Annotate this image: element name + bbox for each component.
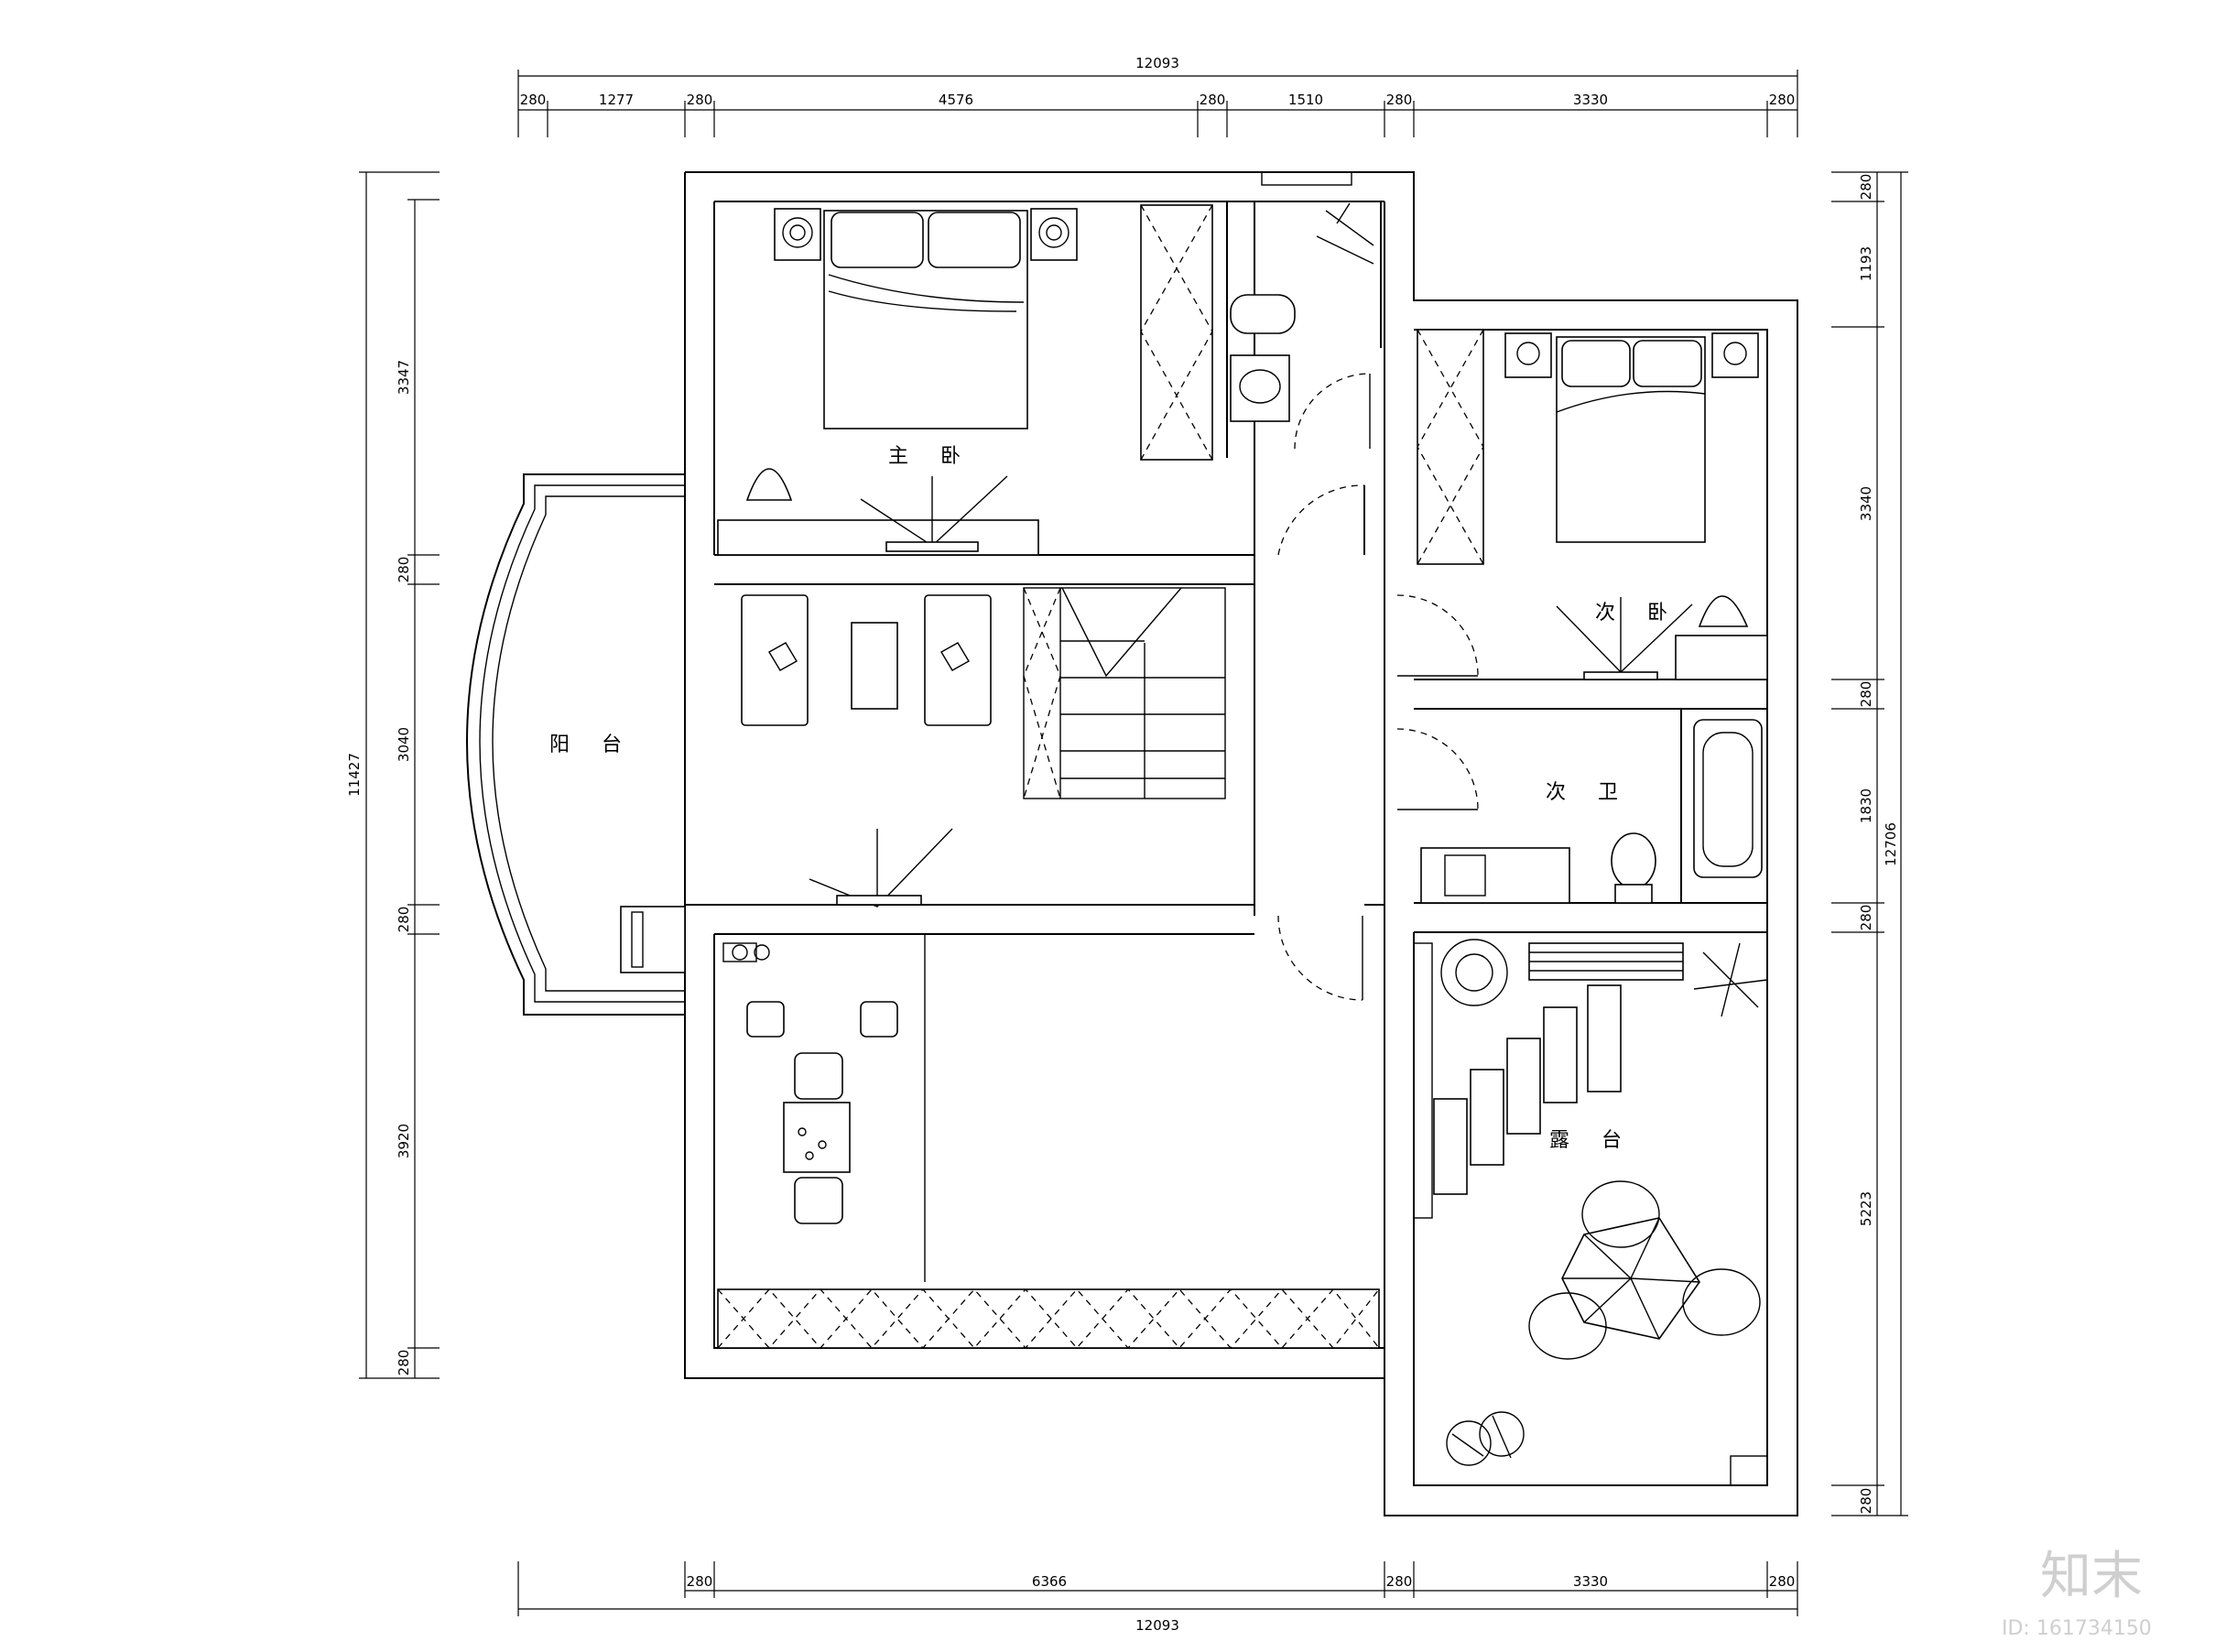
second-bath: 次 卫 bbox=[1420, 719, 1763, 904]
bottom-dim-2: 6366 bbox=[1032, 1573, 1067, 1590]
master-wardrobe bbox=[1140, 204, 1213, 461]
top-dim-9: 280 bbox=[1769, 92, 1796, 108]
bathtub bbox=[1693, 719, 1763, 878]
master-bedroom-label: 主 卧 bbox=[888, 445, 973, 468]
left-dim-5: 3920 bbox=[396, 1124, 412, 1158]
right-dimensions: 280 1193 3340 280 1830 280 5223 280 1270… bbox=[1831, 171, 1908, 1516]
left-dim-3: 3040 bbox=[396, 727, 412, 762]
top-dim-6: 1510 bbox=[1288, 92, 1323, 108]
right-dim-8: 280 bbox=[1858, 1488, 1874, 1515]
right-total-dim: 12706 bbox=[1883, 822, 1899, 866]
second-wardrobe bbox=[1417, 329, 1484, 565]
left-dimensions: 11427 3347 280 3040 280 3920 280 bbox=[346, 171, 440, 1379]
top-dimensions: 12093 280 1277 280 4576 280 1510 280 333… bbox=[517, 55, 1798, 137]
master-bedroom: 主 卧 bbox=[717, 204, 1213, 556]
right-dim-7: 5223 bbox=[1858, 1191, 1874, 1226]
right-dim-6: 280 bbox=[1858, 905, 1874, 931]
right-dim-1: 280 bbox=[1858, 174, 1874, 201]
second-bedroom: 次 卧 bbox=[1417, 329, 1768, 680]
family-room bbox=[741, 594, 992, 908]
top-dim-7: 280 bbox=[1386, 92, 1413, 108]
tea-room bbox=[717, 942, 1380, 1350]
balcony-label: 阳 台 bbox=[549, 734, 635, 756]
right-dim-5: 1830 bbox=[1858, 788, 1874, 823]
bottom-dim-3: 280 bbox=[1386, 1573, 1413, 1590]
bottom-dim-4: 3330 bbox=[1573, 1573, 1608, 1590]
top-dim-1: 280 bbox=[520, 92, 547, 108]
watermark-logo: 知末 bbox=[2040, 1547, 2143, 1606]
watermark-id: ID: 161734150 bbox=[2002, 1617, 2152, 1640]
right-dim-2: 1193 bbox=[1858, 246, 1874, 281]
top-dim-3: 280 bbox=[687, 92, 713, 108]
top-dim-2: 1277 bbox=[599, 92, 634, 108]
terrace: 露 台 bbox=[1413, 939, 1768, 1486]
balcony bbox=[465, 473, 686, 1016]
top-total-dim: 12093 bbox=[1135, 55, 1179, 71]
left-total-dim: 11427 bbox=[346, 753, 363, 797]
top-dim-4: 4576 bbox=[939, 92, 973, 108]
bottom-dim-5: 280 bbox=[1769, 1573, 1796, 1590]
doors bbox=[1277, 373, 1479, 1001]
left-dim-6: 280 bbox=[396, 1350, 412, 1376]
left-dim-4: 280 bbox=[396, 907, 412, 933]
master-bath bbox=[1230, 202, 1374, 422]
bottom-dimensions: 280 6366 280 3330 280 12093 bbox=[517, 1561, 1798, 1634]
balcony-ac-unit bbox=[620, 906, 686, 973]
watermark: 知末 ID: 161734150 bbox=[2002, 1547, 2152, 1640]
right-dim-4: 280 bbox=[1858, 681, 1874, 708]
top-dim-8: 3330 bbox=[1573, 92, 1608, 108]
top-dim-5: 280 bbox=[1200, 92, 1226, 108]
left-dim-2: 280 bbox=[396, 557, 412, 583]
bottom-dim-1: 280 bbox=[687, 1573, 713, 1590]
terrace-label: 露 台 bbox=[1549, 1129, 1634, 1152]
second-bath-label: 次 卫 bbox=[1546, 781, 1631, 804]
bottom-total-dim: 12093 bbox=[1135, 1617, 1179, 1634]
right-dim-3: 3340 bbox=[1858, 486, 1874, 521]
stairs bbox=[1023, 587, 1226, 799]
second-bedroom-label: 次 卧 bbox=[1595, 602, 1680, 625]
tea-room-cabinet bbox=[717, 1288, 1380, 1349]
left-dim-1: 3347 bbox=[396, 360, 412, 395]
